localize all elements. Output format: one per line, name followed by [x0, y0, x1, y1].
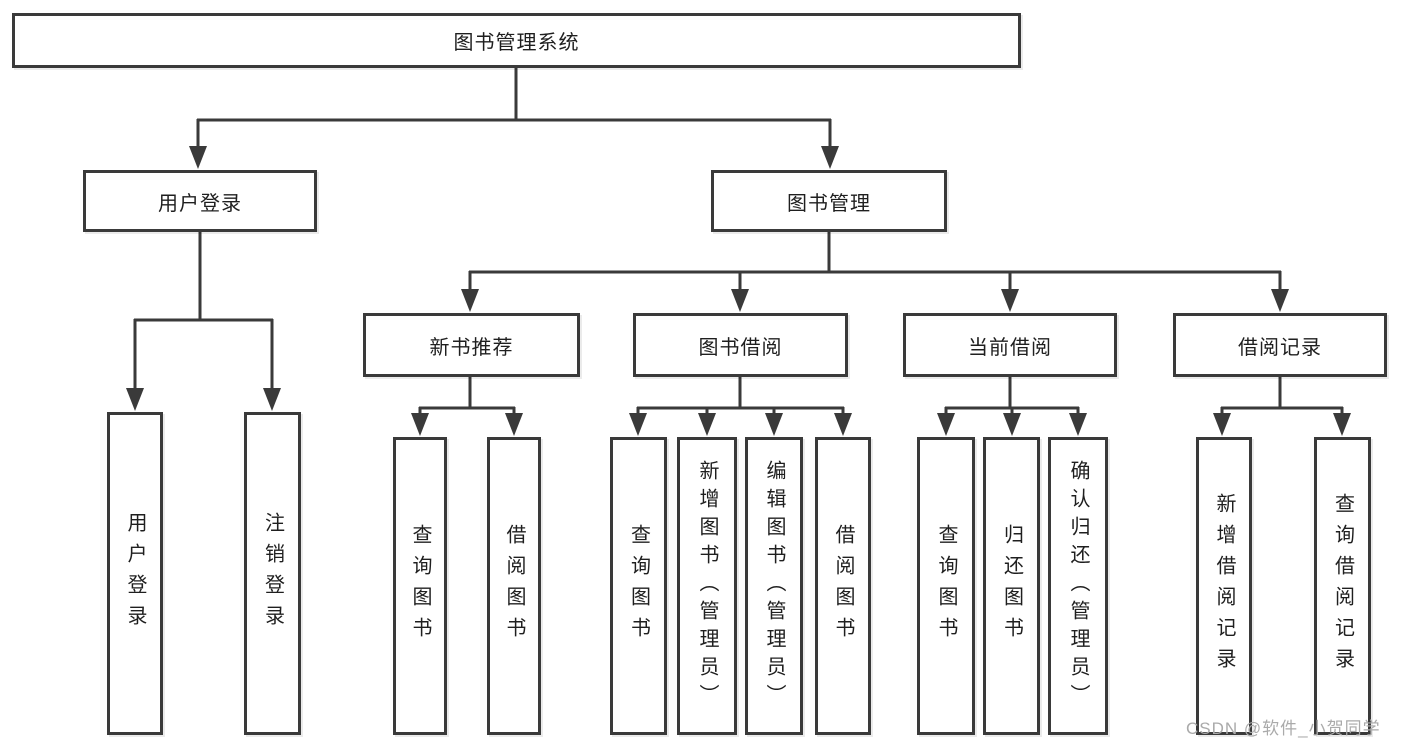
leaf-borrow-query-books: 查询图书 — [610, 437, 667, 735]
csdn-watermark: CSDN @软件_小贺同学 — [1186, 719, 1381, 738]
leaf-recommend-borrow-books: 借阅图书 — [487, 437, 541, 735]
leaf-current-query-books: 查询图书 — [917, 437, 975, 735]
leaf-add-books-admin: 新增图书（管理员） — [677, 437, 737, 735]
leaf-user-login: 用户登录 — [107, 412, 163, 735]
leaf-edit-books-admin: 编辑图书（管理员） — [745, 437, 803, 735]
leaf-logout: 注销登录 — [244, 412, 301, 735]
node-root-system: 图书管理系统 — [12, 13, 1021, 68]
leaf-confirm-return-admin: 确认归还（管理员） — [1048, 437, 1108, 735]
leaf-recommend-query-books: 查询图书 — [393, 437, 447, 735]
leaf-borrow-books: 借阅图书 — [815, 437, 871, 735]
leaf-add-borrow-record: 新增借阅记录 — [1196, 437, 1252, 735]
node-user-login: 用户登录 — [83, 170, 317, 232]
node-borrow-records: 借阅记录 — [1173, 313, 1387, 377]
node-book-management: 图书管理 — [711, 170, 947, 232]
leaf-query-borrow-record: 查询借阅记录 — [1314, 437, 1371, 735]
node-new-book-recommend: 新书推荐 — [363, 313, 580, 377]
node-book-borrow: 图书借阅 — [633, 313, 848, 377]
leaf-return-books: 归还图书 — [983, 437, 1040, 735]
node-current-borrow: 当前借阅 — [903, 313, 1117, 377]
